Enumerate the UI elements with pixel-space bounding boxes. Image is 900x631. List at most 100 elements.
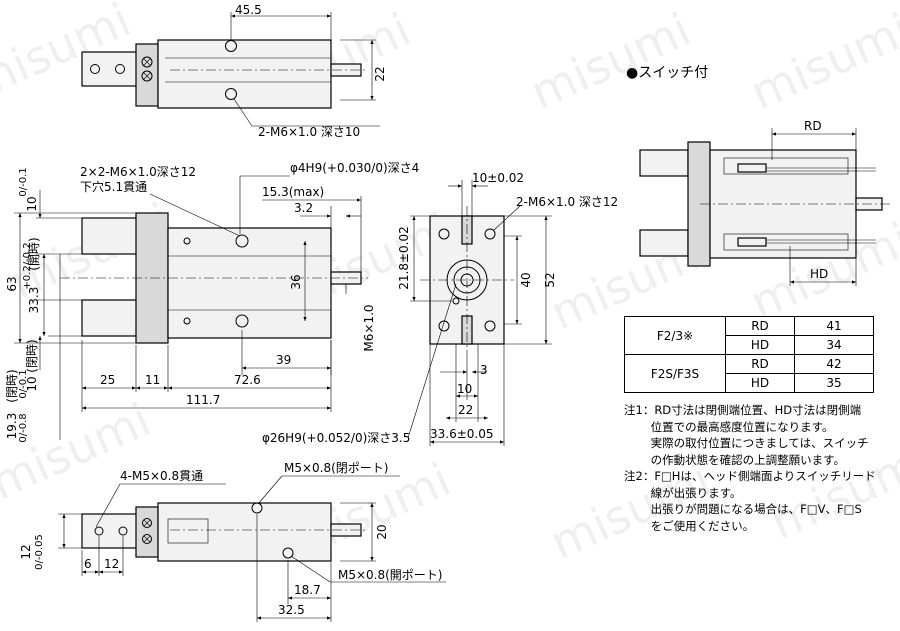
dim-33-3: 33.3 <box>27 287 41 314</box>
dim-111-7: 111.7 <box>186 393 220 407</box>
dim-10-b: 10 <box>457 382 472 396</box>
note-line: 注2：F□Hは、ヘッド側端面よりスイッチリード <box>624 469 876 483</box>
screw-icon <box>142 534 152 544</box>
tapped-hole-icon <box>438 228 450 240</box>
label-pin: φ4H9(+0.030/0)深さ4 <box>290 161 419 175</box>
dim-63: 63 <box>5 276 19 291</box>
table-row: HD 34 <box>625 335 874 355</box>
dim-max: 15.3(max) <box>262 185 324 199</box>
watermark: misumi <box>743 2 900 120</box>
dim-52: 52 <box>543 272 557 287</box>
dim-21-8: 21.8±0.02 <box>397 226 411 290</box>
dim-width: 45.5 <box>235 3 262 17</box>
hole-icon <box>90 64 100 74</box>
dim-11: 11 <box>145 373 160 387</box>
dim-10-tol: 10±0.02 <box>472 171 524 185</box>
dim-19-3-note: (閉時) <box>5 369 19 402</box>
dim-12-tol: 0/-0.05 <box>34 534 45 570</box>
tapped-hole-icon <box>484 228 496 240</box>
dim-19-3: 19.3 <box>5 413 19 440</box>
tapped-hole-icon <box>225 40 237 52</box>
screw-icon <box>141 70 153 82</box>
hole-icon <box>183 237 191 245</box>
dim-33-3-note: (開時) <box>27 237 41 270</box>
note-line: 位置での最高感度位置になります。 <box>624 419 834 434</box>
dim-40: 40 <box>519 272 533 287</box>
label-port-open: M5×0.8(開ポート) <box>338 568 443 582</box>
dim-rd: RD <box>804 119 822 133</box>
label-side-holes: 2-M6×1.0 深さ12 <box>516 195 618 209</box>
dim-12-b: 12 <box>104 557 119 571</box>
table-cell-key: HD <box>725 373 795 393</box>
hole-icon <box>115 64 125 74</box>
table-row: F2S/F3S RD 42 <box>624 354 874 393</box>
table-cell-value: 34 <box>794 335 874 355</box>
dim-10-top: 10 <box>25 196 39 211</box>
dim-18-7: 18.7 <box>294 583 321 597</box>
table-cell-model: F2/3※ <box>624 316 726 355</box>
label-holes-sub: 下穴5.1貫通 <box>80 179 147 194</box>
front-view: 2×2-M6×1.0深さ12 下穴5.1貫通 φ4H9(+0.030/0)深さ4… <box>5 161 419 443</box>
dim-25: 25 <box>100 373 115 387</box>
dim-10-bot-tol: 0/-0.1 <box>18 369 29 398</box>
dim-m6: M6×1.0 <box>362 304 376 351</box>
tapped-hole-icon <box>438 320 450 332</box>
hole-icon <box>183 317 191 325</box>
dim-3-2: 3.2 <box>294 201 313 215</box>
dim-20: 20 <box>375 524 389 539</box>
table-row: F2/3※ RD 41 <box>624 316 874 355</box>
tapped-hole-icon <box>235 234 249 248</box>
dim-39: 39 <box>276 353 291 367</box>
label-holes: 2×2-M6×1.0深さ12 <box>80 165 196 179</box>
hole-icon <box>94 526 104 536</box>
top-view: 45.5 22 2-M6×1.0 深さ10 <box>81 3 387 139</box>
dim-10-bot-note: (閉時) <box>25 339 39 372</box>
switch-table: F2/3※ RD 41 HD 34 F2S/F3S RD 42 HD 35 <box>624 316 874 393</box>
label-through: 4-M5×0.8貫通 <box>120 469 203 483</box>
hole-icon <box>118 526 128 536</box>
tapped-hole-icon <box>225 88 237 100</box>
table-cell-value: 41 <box>794 316 874 336</box>
screw-icon <box>142 518 152 528</box>
dim-6: 6 <box>84 557 92 571</box>
pin-hole-icon <box>452 297 460 305</box>
screw-icon <box>141 56 153 68</box>
dim-33-6: 33.6±0.05 <box>430 427 494 441</box>
dim-32-5: 32.5 <box>278 603 305 617</box>
dim-12: 12 <box>19 544 33 559</box>
tapped-hole-icon <box>235 314 249 328</box>
dim-36: 36 <box>289 274 303 289</box>
table-cell-key: RD <box>725 354 795 374</box>
dim-3: 3 <box>480 363 488 377</box>
table-cell-value: 35 <box>794 373 874 393</box>
table-cell-key: RD <box>725 316 795 336</box>
dim-hd: HD <box>810 267 828 281</box>
dim-19-3-tol: 0/-0.8 <box>18 413 29 442</box>
port-close-icon <box>251 502 263 514</box>
watermark: misumi <box>0 392 158 510</box>
switch-notes: 注1：RD寸法は閉側端位置、HD寸法は閉側端 位置での最高感度位置になります。 … <box>624 402 896 534</box>
table-cell-key: HD <box>725 335 795 355</box>
table-row: HD 35 <box>625 373 874 393</box>
switch-view: RD HD <box>639 119 890 286</box>
dim-33-3-tol: +0.2/-0.2 <box>22 242 33 289</box>
tapped-hole-icon <box>484 320 496 332</box>
dim-72-6: 72.6 <box>234 373 261 387</box>
label-bore: φ26H9(+0.052/0)深さ3.5 <box>262 431 410 445</box>
note-line: をご使用ください。 <box>624 518 755 533</box>
note-line: 実際の取付位置につきましては、スイッチ <box>624 436 869 450</box>
label-holes: 2-M6×1.0 深さ10 <box>258 125 360 139</box>
bottom-view: 4-M5×0.8貫通 M5×0.8(閉ポート) M5×0.8(開ポート) 20 … <box>19 461 446 622</box>
dim-height: 22 <box>373 66 387 81</box>
dim-22: 22 <box>458 403 473 417</box>
dim-10-bot: 10 <box>25 376 39 391</box>
table-cell-value: 42 <box>794 354 874 374</box>
table-cell-model: F2S/F3S <box>624 354 726 393</box>
note-line: 線が出張ります。 <box>624 485 742 500</box>
label-port-close: M5×0.8(閉ポート) <box>284 461 389 475</box>
port-open-icon <box>282 547 294 559</box>
side-view: 10±0.02 2-M6×1.0 深さ12 21.8±0.02 40 52 3 … <box>262 171 618 446</box>
note-line: 注1：RD寸法は閉側端位置、HD寸法は閉側端 <box>624 403 862 417</box>
